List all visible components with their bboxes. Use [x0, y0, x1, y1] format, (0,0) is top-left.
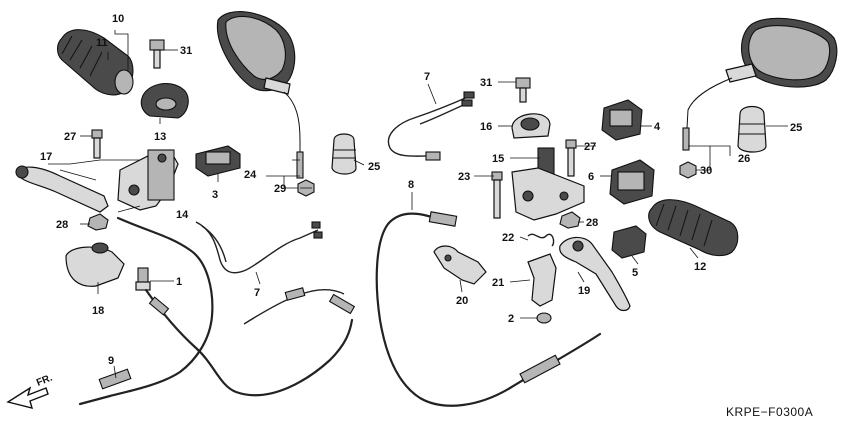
front-direction-label: FR.	[35, 372, 54, 388]
callout-8: 8	[408, 179, 414, 191]
nut-30	[679, 161, 697, 179]
bolt-31-right	[515, 77, 531, 103]
callout-6: 6	[588, 171, 594, 183]
callout-26: 26	[738, 153, 750, 165]
callout-23: 23	[458, 171, 470, 183]
left-grip	[56, 29, 134, 96]
front-direction-arrow-icon: FR.	[6, 372, 54, 409]
callout-27-left: 27	[64, 131, 76, 143]
callout-30: 30	[700, 165, 712, 177]
callout-7-upper: 7	[424, 71, 430, 83]
callout-29: 29	[274, 183, 286, 195]
bolt-23	[491, 171, 503, 219]
right-mirror	[682, 17, 838, 151]
bolt-31-left	[149, 39, 165, 69]
brake-lever-17	[15, 165, 109, 213]
callout-31-left: 31	[180, 45, 192, 57]
cable-8	[375, 211, 602, 407]
right-grip	[648, 199, 739, 257]
callout-25-right: 25	[790, 122, 802, 134]
callout-3: 3	[212, 189, 218, 201]
washer-2	[536, 312, 552, 324]
lever-bracket-14	[117, 149, 179, 211]
cable-7-lower	[195, 221, 345, 325]
callout-12: 12	[694, 261, 706, 273]
callout-9: 9	[108, 355, 114, 367]
callout-7-lower: 7	[254, 287, 260, 299]
cable-7-upper	[387, 91, 475, 161]
switch-6	[609, 159, 655, 205]
left-mirror	[216, 11, 304, 179]
nut-28-right	[559, 211, 581, 229]
bracket-15	[511, 147, 585, 221]
weight-18	[65, 242, 125, 287]
switch-3	[195, 145, 241, 177]
nut-28-left	[87, 213, 109, 231]
callout-19: 19	[578, 285, 590, 297]
boot-25-right	[737, 105, 767, 153]
spring-22	[527, 233, 555, 247]
callout-27-right: 27	[584, 141, 596, 153]
callout-18: 18	[92, 305, 104, 317]
callout-25-left: 25	[368, 161, 380, 173]
switch-4	[601, 99, 643, 141]
brake-lever-19	[559, 236, 631, 312]
callout-numbers: 10 11 31 13 27 17 3 14 28 1 18 9 24 29 2…	[40, 13, 802, 367]
callout-4: 4	[654, 121, 661, 133]
diagram-code: KRPE−F0300A	[726, 405, 813, 419]
callout-28-right: 28	[586, 217, 598, 229]
callout-22: 22	[502, 232, 514, 244]
callout-5: 5	[632, 267, 638, 279]
callout-13: 13	[154, 131, 166, 143]
throttle-cable-9	[78, 216, 356, 406]
callout-1: 1	[176, 276, 182, 288]
cable-adjuster-1	[135, 267, 151, 291]
callout-14: 14	[176, 209, 189, 221]
holder-16	[511, 113, 551, 139]
callout-31-right: 31	[480, 77, 492, 89]
callout-21: 21	[492, 277, 504, 289]
callout-20: 20	[456, 295, 468, 307]
bracket-20	[433, 245, 487, 285]
callout-2: 2	[508, 313, 514, 325]
callout-16: 16	[480, 121, 492, 133]
switch-5	[611, 225, 647, 259]
callout-28-left: 28	[56, 219, 68, 231]
callout-24: 24	[244, 169, 257, 181]
bolt-27-left	[91, 129, 103, 159]
leader-lines	[48, 30, 788, 379]
holder-clamp-13	[140, 83, 189, 119]
callout-11: 11	[96, 37, 108, 49]
bracket-21	[527, 253, 557, 307]
callout-15: 15	[492, 153, 504, 165]
callout-17: 17	[40, 151, 52, 163]
callout-10: 10	[112, 13, 124, 25]
boot-25-left	[331, 133, 357, 175]
bolt-27-right	[565, 139, 577, 177]
